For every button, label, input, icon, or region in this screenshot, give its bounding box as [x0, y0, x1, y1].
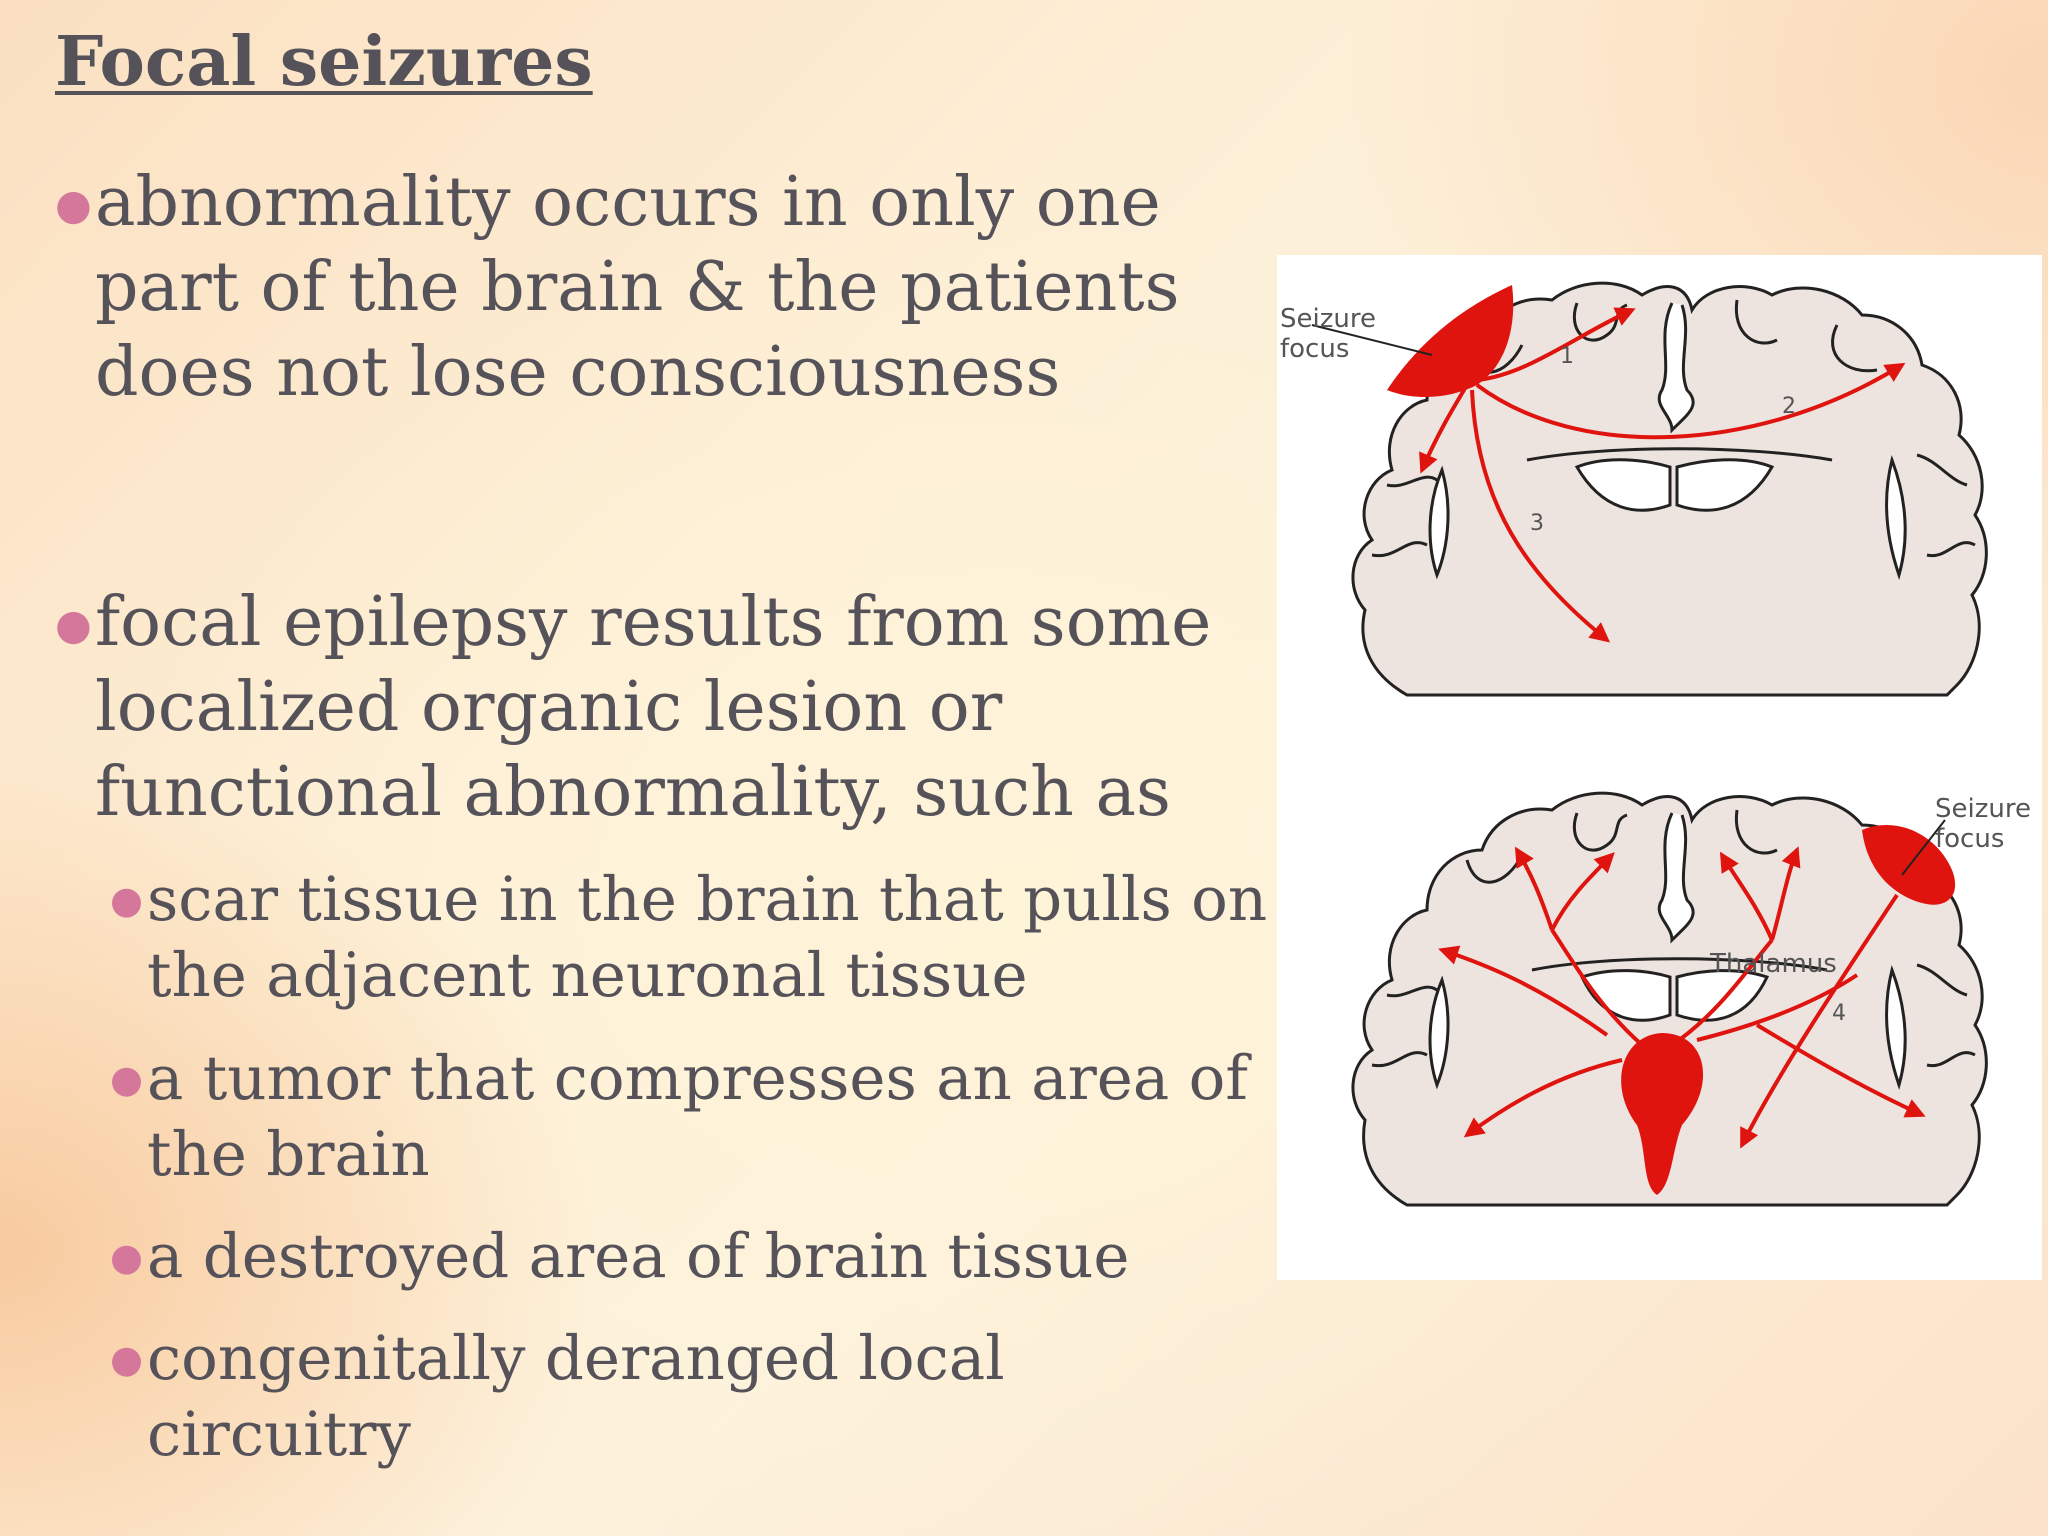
bullet-line: a tumor that compresses an area of — [147, 1043, 1248, 1114]
top-brain-section: Seizure focus 1 2 3 — [1280, 281, 1988, 697]
thalamus — [1621, 1033, 1704, 1195]
top-midline — [1657, 302, 1695, 434]
bullet-line: the brain — [147, 1119, 430, 1190]
bottom-seizure-focus — [1862, 824, 1956, 905]
bullet-dot-icon: ● — [110, 878, 143, 922]
arrow-path-3 — [1470, 389, 1611, 643]
bullet-line: part of the brain & the patients — [95, 248, 1180, 327]
bottom-left-lateral-ventricle — [1428, 975, 1450, 1090]
bullet-line: localized organic lesion or — [95, 668, 1003, 747]
bullet-line: does not lose consciousness — [95, 333, 1061, 412]
arrow-path-2 — [1475, 362, 1906, 440]
path-number-3: 3 — [1530, 511, 1544, 536]
bullet-dot-icon: ● — [110, 1057, 143, 1101]
bullet-line: abnormality occurs in only one — [95, 163, 1161, 242]
brain-diagrams: Seizure focus 1 2 3 — [1280, 281, 2031, 1207]
slide-title: Focal seizures — [55, 22, 593, 102]
bottom-midline — [1657, 812, 1695, 944]
top-focus-label-line2: focus — [1280, 334, 1349, 364]
bullet-item: ● abnormality occurs in only one part of… — [55, 160, 1235, 415]
sub-bullet-item: ● a destroyed area of brain tissue — [110, 1219, 1270, 1295]
top-focus-label-line1: Seizure — [1280, 304, 1376, 334]
bullet-line: a destroyed area of brain tissue — [147, 1221, 1130, 1292]
bullet-dot-icon: ● — [110, 1337, 143, 1381]
path-number-4: 4 — [1832, 1001, 1846, 1026]
bottom-focus-label-line2: focus — [1935, 824, 2004, 854]
bottom-right-central-ventricle — [1675, 969, 1770, 1022]
bullet-line: functional abnormality, such as — [95, 753, 1171, 832]
bottom-focus-label-line1: Seizure — [1935, 794, 2031, 824]
top-seizure-focus — [1387, 285, 1514, 397]
sub-bullet-item: ● congenitally deranged local circuitry — [110, 1321, 1270, 1473]
bullet-item: ● focal epilepsy results from some local… — [55, 580, 1235, 835]
thalamus-label: Thalamus — [1709, 949, 1837, 979]
bottom-brain-section: Seizure focus 4 Thalamus — [1351, 791, 2031, 1207]
bullet-dot-icon: ● — [55, 600, 92, 649]
bullet-line: focal epilepsy results from some — [95, 583, 1212, 662]
bullet-line: congenitally deranged local circuitry — [147, 1323, 1005, 1470]
arrow-path-4 — [1740, 893, 1899, 1149]
bullet-line: scar tissue in the brain that pulls on — [147, 864, 1268, 935]
path-number-1: 1 — [1560, 344, 1574, 369]
seizure-spread-figure: Seizure focus 1 2 3 — [1277, 255, 2042, 1280]
bullet-dot-icon: ● — [55, 180, 92, 229]
path-number-2: 2 — [1782, 394, 1796, 419]
top-right-lateral-ventricle — [1885, 454, 1907, 581]
top-left-central-ventricle — [1574, 458, 1672, 512]
sub-bullet-item: ● a tumor that compresses an area of the… — [110, 1041, 1270, 1193]
arrow-path-1 — [1476, 307, 1636, 382]
bullet-dot-icon: ● — [110, 1235, 143, 1279]
bullet-line: the adjacent neuronal tissue — [147, 940, 1028, 1011]
bottom-right-lateral-ventricle — [1885, 964, 1907, 1091]
sub-bullet-item: ● scar tissue in the brain that pulls on… — [110, 862, 1270, 1014]
top-left-lateral-ventricle — [1428, 465, 1450, 580]
top-right-central-ventricle — [1675, 458, 1775, 512]
arrow-path-local — [1419, 383, 1469, 474]
